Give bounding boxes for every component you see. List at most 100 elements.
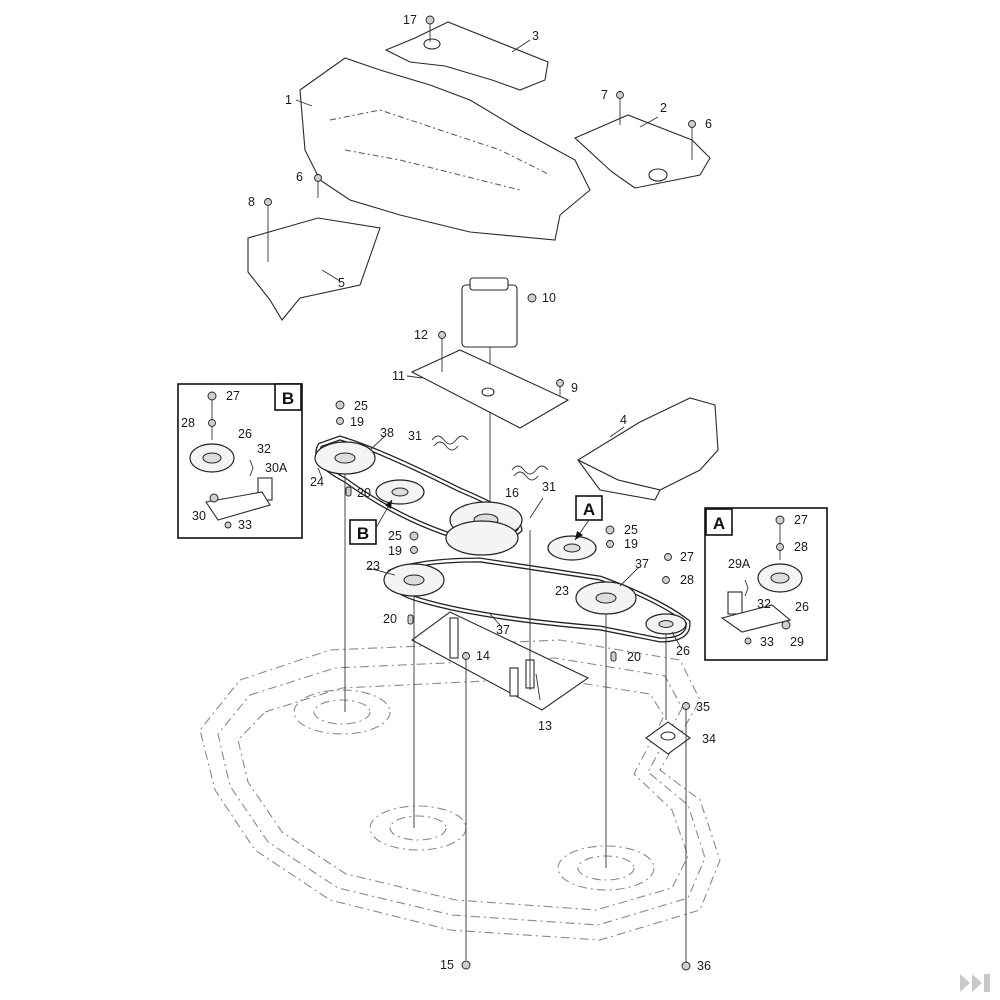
washer-25c [605,525,615,548]
label-38: 38 [380,426,394,440]
bolt-6a [688,120,696,160]
label-32a: 32 [257,442,271,456]
label-20c: 20 [627,650,641,664]
nut-15 [461,960,471,970]
bolt-12 [438,331,446,372]
label-36: 36 [697,959,711,973]
label-25a: 25 [354,399,368,413]
label-19a: 19 [350,415,364,429]
cover-plate-right [574,114,711,189]
label-27a: 27 [226,389,240,403]
label-23a: 23 [366,559,380,573]
pulley-23-right [575,581,637,868]
mower-deck [199,639,721,941]
belt-cover-main [299,57,591,241]
label-25b: 25 [388,529,402,543]
pulley-16 [445,501,523,556]
label-26b: 26 [676,644,690,658]
label-30: 30 [192,509,206,523]
label-28c: 28 [794,540,808,554]
brand-logo [960,974,990,992]
inset-a-letter: A [713,514,725,533]
callout-tag-b: B [349,499,393,545]
callout-tag-a: A [574,495,603,541]
label-26a: 26 [238,427,252,441]
bolt-10 [527,293,537,303]
label-32b: 32 [757,597,771,611]
label-19c: 19 [624,537,638,551]
label-4: 4 [620,413,627,427]
label-6b: 6 [296,170,303,184]
label-26c: 26 [795,600,809,614]
pulley-idler-a [547,535,597,561]
label-7: 7 [601,88,608,102]
inset-b-letter: B [282,389,294,408]
label-9: 9 [571,381,578,395]
label-28b: 28 [680,573,694,587]
part-labels: 1 2 3 4 5 6 6 7 8 9 10 11 12 13 14 15 16… [181,13,809,973]
label-37b: 37 [496,623,510,637]
label-14: 14 [476,649,490,663]
bolt-9 [556,379,564,396]
pulley-24 [314,441,376,712]
bolt-7 [616,91,624,125]
label-29A: 29A [728,557,751,571]
spring-31-right [511,465,549,481]
pulley-26 [645,613,687,720]
label-19b: 19 [388,544,402,558]
washer-25a [335,400,345,425]
spring-31-left [431,435,469,451]
inset-a: A [704,507,828,661]
pin-20 [345,486,617,662]
label-27c: 27 [794,513,808,527]
gearbox-mount-plate [410,349,570,429]
label-3: 3 [532,29,539,43]
label-15: 15 [440,958,454,972]
label-31a: 31 [408,429,422,443]
label-33b: 33 [760,635,774,649]
bearing-34 [645,708,691,968]
cover-plate-top [384,21,549,91]
label-25c: 25 [624,523,638,537]
label-34: 34 [702,732,716,746]
label-6a: 6 [705,117,712,131]
pulley-23-left [383,563,445,828]
label-10: 10 [542,291,556,305]
bolt-14 [462,652,470,660]
label-28a: 28 [181,416,195,430]
label-8: 8 [248,195,255,209]
bolt-6b [314,174,322,198]
callout-tag-a-text: A [583,500,595,519]
leader-lines [295,39,682,701]
label-29: 29 [790,635,804,649]
label-20a: 20 [357,486,371,500]
label-31b: 31 [542,480,556,494]
label-1: 1 [285,93,292,107]
label-11: 11 [392,369,405,383]
label-13: 13 [538,719,552,733]
label-30A: 30A [265,461,288,475]
belt-37 [386,557,691,643]
side-guard-left [247,217,381,321]
label-23b: 23 [555,584,569,598]
label-16: 16 [505,486,519,500]
label-20b: 20 [383,612,397,626]
side-guard-right [576,397,719,501]
label-33a: 33 [238,518,252,532]
label-5: 5 [338,276,345,290]
label-24: 24 [310,475,324,489]
label-17: 17 [403,13,417,27]
bolt-8 [264,198,272,262]
bolt-35 [682,702,690,710]
bolt-17 [425,15,435,42]
inset-b: B [177,383,303,539]
label-27b: 27 [680,550,694,564]
bolt-27 [662,553,672,584]
label-37a: 37 [635,557,649,571]
label-12: 12 [414,328,428,342]
washer-25b [409,531,419,554]
callout-tag-b-text: B [357,524,369,543]
label-35: 35 [696,700,710,714]
